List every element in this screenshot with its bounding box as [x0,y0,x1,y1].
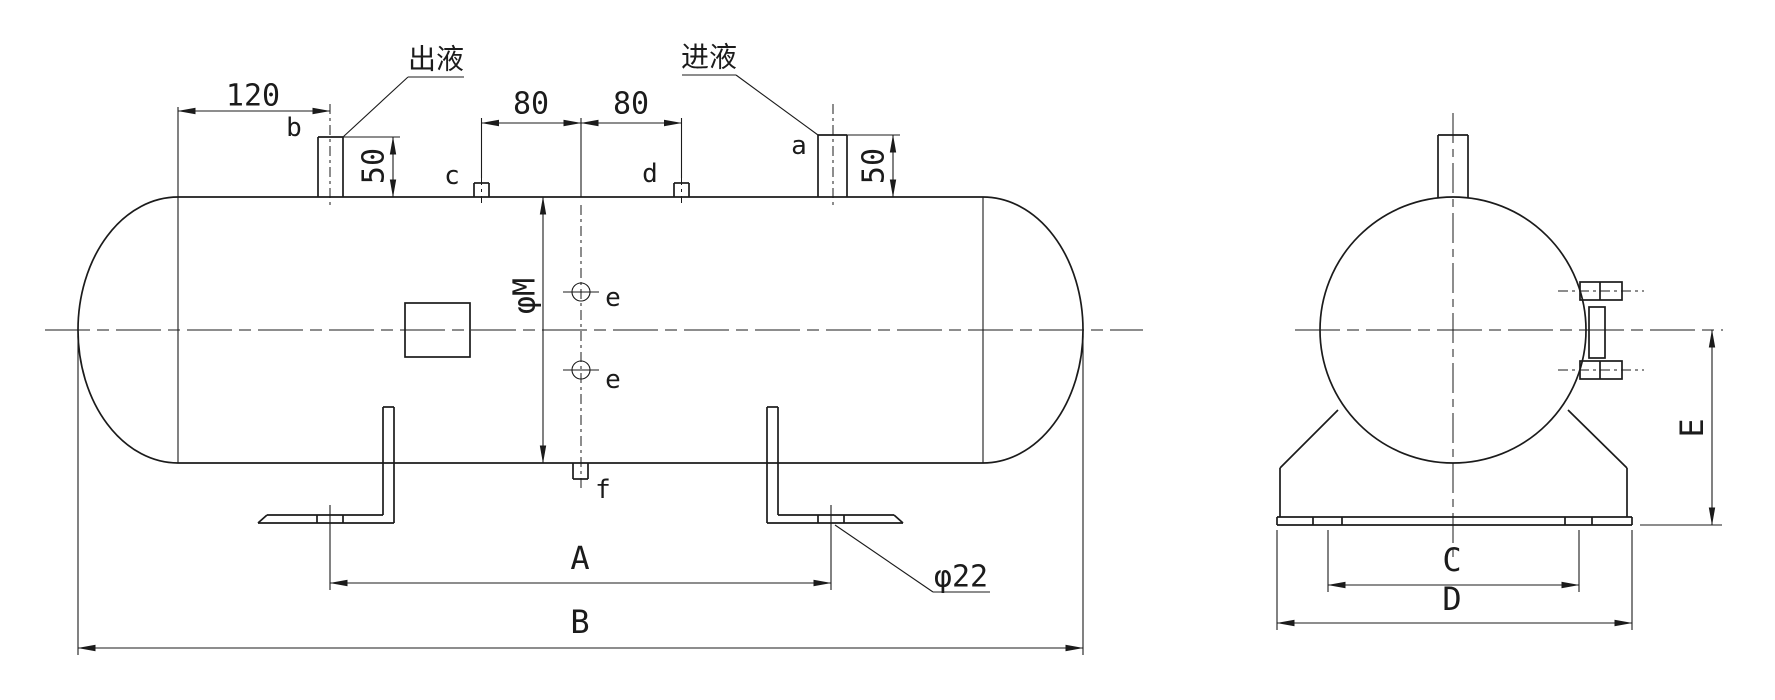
dim-50-left: 50 [343,136,400,198]
end-view-top-nozzle [1437,134,1469,198]
dim-120-value: 120 [226,79,280,114]
port-label-f: f [595,475,611,505]
nameplate [404,302,471,358]
dim-50-right-value: 50 [857,148,892,184]
dim-D: D [1276,530,1633,630]
nozzle-d [673,175,690,203]
dim-shell-diameter-value: φM [508,278,543,314]
dim-80-right: 80 [580,87,683,178]
port-label-c: c [444,161,460,191]
dim-80-right-value: 80 [613,87,649,122]
right-leg [766,406,904,524]
end-view: C D E [1276,113,1723,630]
dim-feet-span: A [329,505,832,590]
dim-B-value: B [570,603,589,641]
saddle-support [1279,409,1628,517]
callout-outlet: 出液 [342,43,464,138]
end-view-side-nozzle-upper [1558,281,1644,301]
dim-overall-length: B [77,336,1084,655]
nozzle-a [817,104,848,207]
nozzle-c [473,175,490,203]
callout-outlet-label: 出液 [408,43,464,76]
port-label-b: b [286,113,302,143]
side-view: 120 80 80 50 50 φM [45,41,1143,655]
callout-inlet: 进液 [681,41,819,136]
nozzle-b [317,104,344,207]
dim-50-right: 50 [847,134,900,198]
dim-shell-diameter: φM [508,196,547,464]
left-leg [257,406,395,524]
dim-80-left: 80 [480,87,582,197]
dim-phi22: φ22 [834,524,990,595]
port-label-e-lower: e [605,365,621,395]
callout-inlet-label: 进液 [681,41,737,74]
port-label-a: a [791,131,807,161]
dim-E: E [1640,329,1722,526]
dim-D-value: D [1442,580,1461,618]
dim-C: C [1327,530,1580,592]
dim-80-left-value: 80 [513,87,549,122]
dim-phi22-value: φ22 [934,560,988,595]
dim-A-value: A [570,539,589,577]
dim-E-value: E [1673,418,1711,437]
end-view-side-nozzle-lower [1558,360,1644,380]
end-view-gauge-bracket [1588,306,1606,359]
port-label-d: d [642,159,658,189]
sight-ports-e [563,205,599,488]
dim-120: 120 [177,79,331,115]
dim-50-left-value: 50 [357,148,392,184]
port-label-e-upper: e [605,283,621,313]
base-plate [1276,516,1633,526]
dim-C-value: C [1442,541,1461,579]
